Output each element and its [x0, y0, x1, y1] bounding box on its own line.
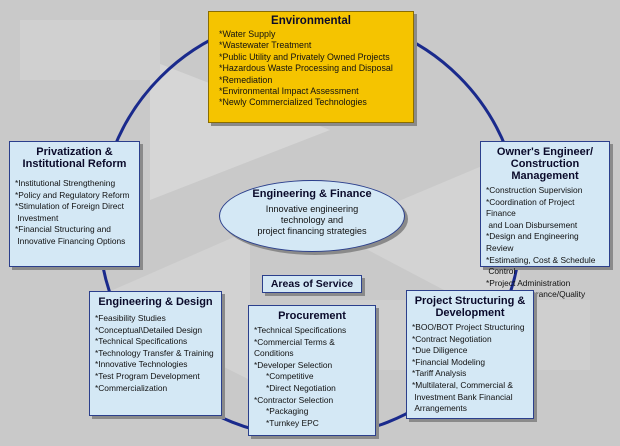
list-item: *Commercialization — [95, 382, 168, 393]
title-line: Development — [435, 307, 505, 319]
list-item: *Test Program Development — [95, 370, 200, 381]
list-item: *Due Diligence — [412, 345, 468, 356]
list-item: Investment Bank Financial — [412, 391, 513, 402]
engineering-finance-ellipse: Engineering & Finance Innovative enginee… — [219, 180, 405, 252]
list-item: *Contractor Selection — [254, 394, 334, 405]
list-item: *Policy and Regulatory Reform — [15, 189, 130, 200]
list-item: *Estimating, Cost & Schedule — [486, 254, 596, 265]
list-item: *Commercial Terms & Conditions — [254, 336, 338, 359]
list-item: *Hazardous Waste Processing and Disposal — [219, 63, 393, 74]
list-item: *Coordination of Project Finance — [486, 196, 577, 219]
privatization-title: Privatization & Institutional Reform — [15, 146, 134, 170]
engineering-design-list: *Feasibility Studies *Conceptual\Detaile… — [95, 313, 216, 394]
list-item: *Turnkey EPC — [266, 417, 319, 428]
list-item: *Stimulation of Foreign Direct — [15, 201, 124, 212]
list-item: *Tariff Analysis — [412, 368, 467, 379]
procurement-title: Procurement — [278, 310, 346, 322]
list-item: *Competitive — [266, 371, 314, 382]
list-item: *BOO/BOT Project Structuring — [412, 322, 525, 332]
list-item: *Wastewater Treatment — [219, 40, 312, 51]
project-structuring-box: Project Structuring & Development *BOO/B… — [406, 290, 534, 419]
procurement-box: Procurement *Technical Specifications *C… — [248, 305, 376, 436]
center-title: Engineering & Finance — [252, 188, 372, 200]
list-item: *Remediation — [219, 74, 273, 85]
title-line: Owner's Engineer/ — [496, 146, 594, 158]
list-item: *Financial Modeling — [412, 356, 486, 367]
title-line: Construction Management — [510, 158, 580, 182]
center-line: technology and — [280, 215, 344, 225]
list-item: and Loan Disbursement — [486, 219, 578, 230]
list-item: *Multilateral, Commercial & — [412, 379, 513, 390]
list-item: *Innovative Technologies — [95, 359, 188, 370]
list-item: *Technology Transfer & Training — [95, 347, 214, 358]
list-item: *Packaging — [266, 406, 309, 417]
engineering-design-title: Engineering & Design — [98, 296, 213, 308]
title-line: Institutional Reform — [22, 158, 127, 170]
list-item: *Public Utility and Privately Owned Proj… — [219, 51, 390, 62]
center-line: Innovative engineering — [265, 204, 359, 214]
privatization-list: *Institutional Strengthening *Policy and… — [15, 178, 134, 248]
project-structuring-list: *BOO/BOT Project Structuring *Contract N… — [412, 322, 528, 415]
areas-of-service-label: Areas of Service — [262, 275, 362, 293]
list-item: *Newly Commercialized Technologies — [219, 97, 367, 108]
title-line: Privatization & — [36, 146, 113, 158]
center-line: project financing strategies — [257, 226, 367, 236]
list-item: *Environmental Impact Assessment — [219, 86, 359, 97]
list-item: *Conceptual\Detailed Design — [95, 324, 203, 335]
list-item: *Feasibility Studies — [95, 313, 166, 323]
privatization-box: Privatization & Institutional Reform *In… — [9, 141, 140, 267]
environmental-list: *Water Supply *Wastewater Treatment *Pub… — [219, 29, 403, 109]
list-item: *Water Supply — [219, 29, 276, 39]
list-item: Innovative Financing Options — [15, 235, 126, 246]
list-item: *Contract Negotiation — [412, 333, 492, 344]
environmental-box: Environmental *Water Supply *Wastewater … — [208, 11, 414, 123]
title-line: Project Structuring & — [414, 295, 526, 307]
procurement-list: *Technical Specifications *Commercial Te… — [254, 325, 370, 429]
list-item: *Institutional Strengthening — [15, 178, 116, 188]
list-item: *Project Administration — [486, 277, 571, 288]
list-item: *Construction Supervision — [486, 185, 583, 195]
list-item: *Developer Selection — [254, 359, 333, 370]
engineering-design-box: Engineering & Design *Feasibility Studie… — [89, 291, 222, 416]
list-item: Arrangements — [412, 403, 467, 414]
project-structuring-title: Project Structuring & Development — [412, 295, 528, 319]
list-item: *Direct Negotiation — [266, 382, 336, 393]
list-item: *Financial Structuring and — [15, 224, 111, 235]
owners-engineer-title: Owner's Engineer/ Construction Managemen… — [486, 146, 604, 182]
list-item: *Technical Specifications — [95, 336, 188, 347]
list-item: Investment — [15, 212, 59, 223]
owners-engineer-box: Owner's Engineer/ Construction Managemen… — [480, 141, 610, 311]
list-item: Control — [486, 266, 516, 277]
list-item: *Design and Engineering Review — [486, 231, 581, 253]
list-item: *Technical Specifications — [254, 325, 347, 335]
environmental-title: Environmental — [271, 15, 351, 27]
